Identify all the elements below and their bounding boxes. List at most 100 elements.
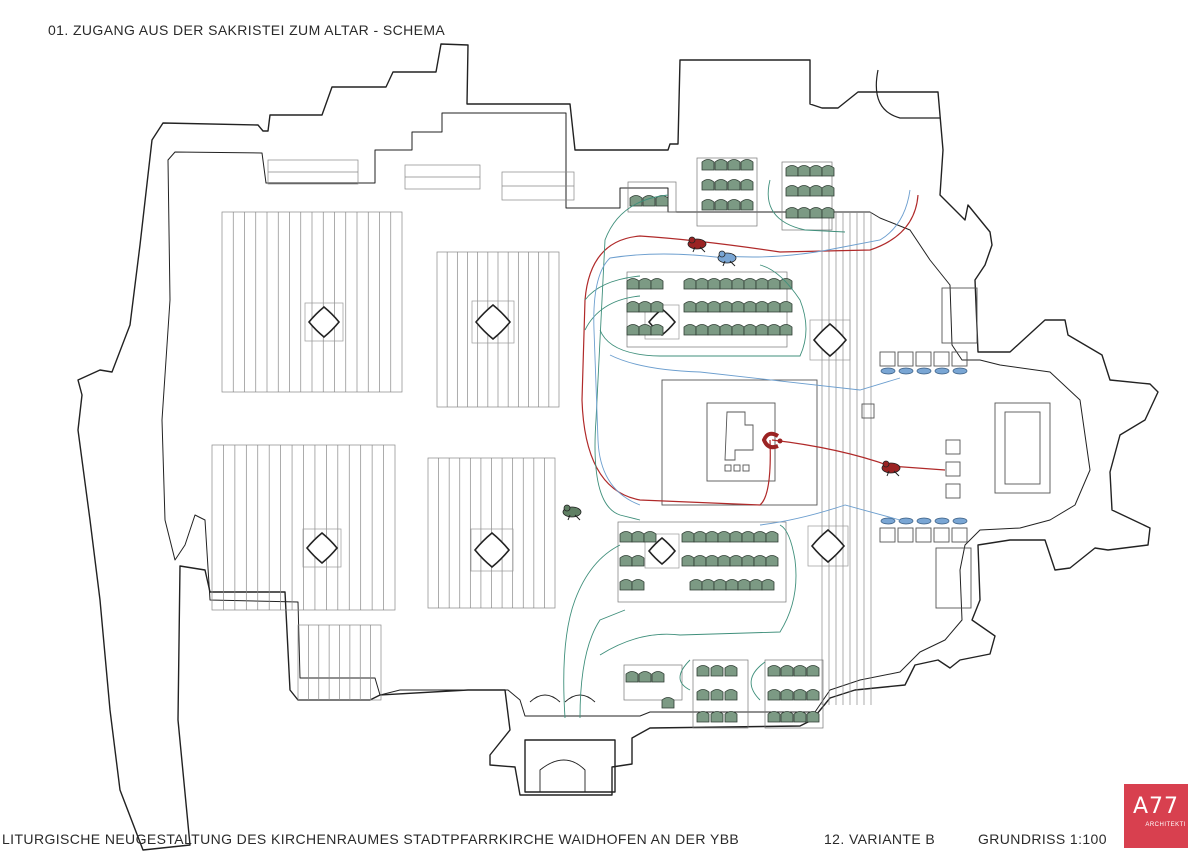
pillars bbox=[302, 300, 851, 572]
chair-north-row bbox=[779, 301, 793, 313]
route-green bbox=[599, 524, 797, 656]
chair-transept-n bbox=[629, 195, 643, 207]
chair-north-row bbox=[767, 324, 781, 336]
chair-north-row bbox=[707, 301, 721, 313]
chair-north-row bbox=[626, 301, 640, 313]
seat-block-frame bbox=[623, 664, 683, 701]
minister-seat-s bbox=[898, 517, 914, 525]
chair-north-row bbox=[707, 324, 721, 336]
altar-table bbox=[706, 402, 776, 482]
chair-transept-n bbox=[797, 207, 811, 219]
chair-south-row bbox=[741, 531, 755, 543]
chair-transept-n bbox=[785, 207, 799, 219]
chair-transept-s bbox=[793, 689, 807, 701]
chair-north-row bbox=[719, 324, 733, 336]
chair-transept-n bbox=[655, 195, 669, 207]
chair-transept-s bbox=[806, 665, 820, 677]
minister-seat-n bbox=[952, 367, 968, 375]
pillar-ne bbox=[471, 300, 515, 344]
chair-north-row bbox=[695, 278, 709, 290]
chair-transept-n bbox=[809, 165, 823, 177]
chair-north-row bbox=[626, 324, 640, 336]
chair-south-row bbox=[737, 579, 751, 591]
minister-chair-n bbox=[951, 351, 968, 367]
seat-block-frame bbox=[617, 521, 787, 603]
figure-priest-presider bbox=[881, 460, 901, 477]
chair-north-row bbox=[650, 301, 664, 313]
chair-north-row bbox=[743, 324, 757, 336]
pillar-se-base bbox=[470, 528, 514, 572]
minister-seat-s bbox=[916, 517, 932, 525]
figure-congregant bbox=[562, 504, 582, 521]
minister-chair-s bbox=[951, 527, 968, 543]
logo-subtitle: ARCHITEKTI bbox=[1145, 822, 1186, 828]
chair-transept-s bbox=[780, 665, 794, 677]
chair-south-row bbox=[753, 555, 767, 567]
chair-south-row bbox=[705, 531, 719, 543]
route-green bbox=[767, 179, 846, 233]
chair-transept-s bbox=[780, 711, 794, 723]
chair-south-row bbox=[619, 555, 633, 567]
chair-south-row bbox=[741, 555, 755, 567]
chair-north-row bbox=[638, 324, 652, 336]
pillar-nw-shaft bbox=[307, 305, 341, 339]
chair-south-row bbox=[681, 531, 695, 543]
figure-priest-presider-legs bbox=[886, 470, 900, 477]
chair-transept-n bbox=[785, 165, 799, 177]
pillar-sw-base bbox=[302, 528, 342, 568]
altar-candle bbox=[742, 464, 750, 472]
altar-candle bbox=[733, 464, 741, 472]
chair-south-row bbox=[753, 531, 767, 543]
chair-transept-n bbox=[714, 159, 728, 171]
chair-transept-n bbox=[727, 199, 741, 211]
pillar-chancel-n-shaft bbox=[812, 322, 848, 358]
chair-transept-s bbox=[651, 671, 665, 683]
chair-south-row bbox=[765, 555, 779, 567]
porch-wall bbox=[524, 739, 616, 793]
chair-transept-s bbox=[780, 689, 794, 701]
chair-transept-n bbox=[821, 185, 835, 197]
chair-transept-s bbox=[767, 689, 781, 701]
choir-bench-s bbox=[935, 547, 972, 609]
chair-transept-n bbox=[727, 159, 741, 171]
chair-transept-s bbox=[806, 711, 820, 723]
chair-north-row bbox=[638, 301, 652, 313]
chair-south-row bbox=[749, 579, 763, 591]
chair-transept-s bbox=[638, 671, 652, 683]
interior-wall bbox=[161, 112, 1091, 717]
project-title: LITURGISCHE NEUGESTALTUNG DES KIRCHENRAU… bbox=[2, 831, 740, 847]
chair-transept-s bbox=[696, 689, 710, 701]
chair-north-row bbox=[626, 278, 640, 290]
chair-south-row bbox=[713, 579, 727, 591]
route-green bbox=[679, 659, 766, 701]
chair-north-row bbox=[731, 324, 745, 336]
chair-north-row bbox=[650, 278, 664, 290]
figure-congregant-head bbox=[563, 504, 571, 512]
route-red bbox=[581, 194, 919, 506]
scale-label: GRUNDRISS 1:100 bbox=[978, 831, 1107, 847]
figure-priest-procession-legs bbox=[692, 246, 706, 253]
figure-congregant-legs bbox=[567, 514, 581, 521]
pillar-sw bbox=[302, 528, 342, 568]
pillar-se bbox=[470, 528, 514, 572]
chair-transept-s bbox=[793, 711, 807, 723]
minister-chair-s bbox=[879, 527, 896, 543]
chair-south-row bbox=[729, 531, 743, 543]
chair-south-row bbox=[717, 555, 731, 567]
chair-transept-s bbox=[793, 665, 807, 677]
chair-transept-n bbox=[740, 179, 754, 191]
chair-north-row bbox=[695, 324, 709, 336]
presider-chair bbox=[945, 461, 961, 477]
minister-chair-s bbox=[915, 527, 932, 543]
pillar-chancel-n-base bbox=[809, 319, 851, 361]
chair-north-row bbox=[767, 301, 781, 313]
seat-block-frame bbox=[696, 157, 758, 227]
chair-south-row bbox=[643, 531, 657, 543]
pillar-aisle-s bbox=[644, 533, 680, 569]
chair-transept-s bbox=[767, 711, 781, 723]
minister-chair-n bbox=[933, 351, 950, 367]
minister-seat-n bbox=[934, 367, 950, 375]
chair-transept-s bbox=[724, 689, 738, 701]
chair-transept-n bbox=[727, 179, 741, 191]
